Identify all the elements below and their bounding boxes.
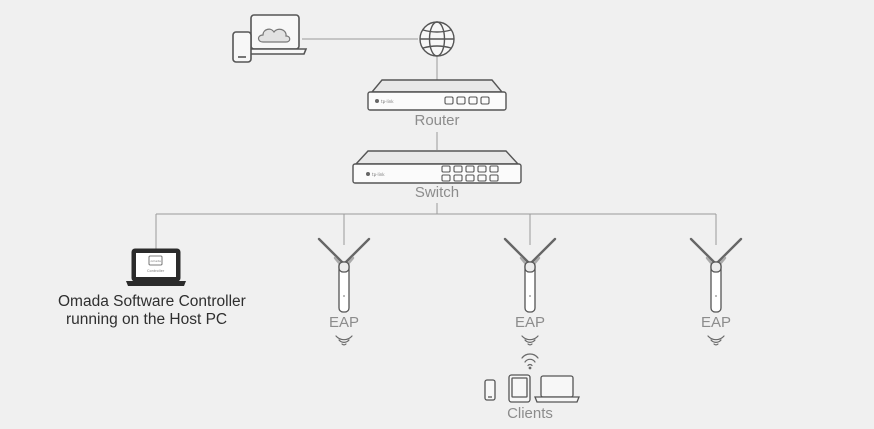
switch-device: tp-link [352,150,522,184]
eap-3-wifi-icon [707,335,725,346]
cloud-icon [257,28,291,43]
eap-2-wifi-icon [521,335,539,346]
controller-screen-logo-text: omada [151,259,162,263]
switch-brand: tp-link [372,172,385,177]
router-label: Router [414,112,460,129]
cloud-devices [232,14,308,63]
router-brand: tp-link [381,99,394,104]
switch-label: Switch [414,184,460,201]
switch-logo-icon [366,172,370,176]
router-ports [444,96,490,105]
clients-wifi-icon [521,353,539,370]
client-laptop-icon [534,375,580,403]
router-device: tp-link [367,79,507,111]
controller-screen-logo [148,255,163,266]
client-tablet-icon [508,374,531,403]
clients-label: Clients [507,405,553,422]
eap-1-device [317,237,371,313]
eap-2-device [503,237,557,313]
controller-label-line-1: Omada Software Controller [58,293,246,310]
eap-3-device [689,237,743,313]
connection-lines [155,38,717,249]
controller-label-line-2: running on the Host PC [66,311,228,328]
switch-ports [441,165,499,182]
eap-1-wifi-icon [335,335,353,346]
cloud-phone [232,31,252,63]
client-phone-icon [484,379,496,401]
globe-icon [419,21,455,57]
eap-2-label: EAP [514,314,545,331]
eap-3-label: EAP [700,314,731,331]
controller-screen-caption: Controller [147,269,165,273]
router-logo-icon [375,99,379,103]
eap-1-label: EAP [328,314,359,331]
controller-laptop: omada Controller [126,248,186,286]
